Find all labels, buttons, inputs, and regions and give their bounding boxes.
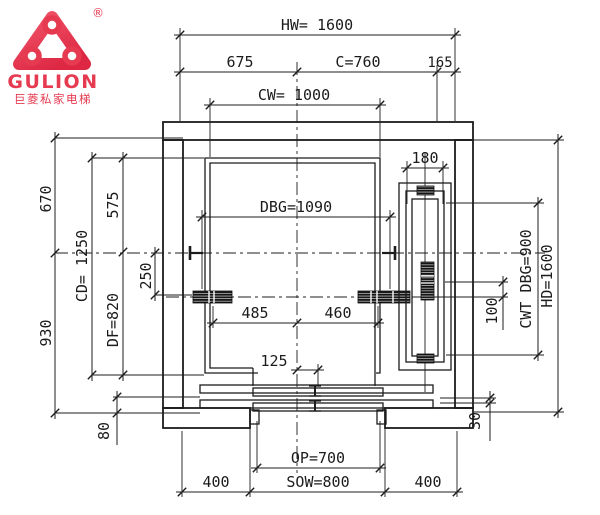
dim-575: 575 — [104, 191, 122, 218]
dim-cw: CW= 1000 — [258, 86, 330, 104]
dim-80: 80 — [95, 422, 113, 440]
logo-chinese-text: 巨菱私家电梯 — [14, 92, 92, 106]
dim-dbg: DBG=1090 — [260, 198, 332, 216]
dim-op: OP=700 — [291, 449, 345, 467]
dim-df: DF=820 — [104, 293, 122, 347]
car-guide-rail-left — [192, 290, 233, 304]
logo-circle-right — [62, 46, 82, 66]
dim-165: 165 — [427, 55, 452, 71]
dim-460: 460 — [324, 304, 351, 322]
dim-sow: SOW=800 — [286, 473, 349, 491]
dim-250: 250 — [137, 262, 155, 289]
dim-930: 930 — [37, 319, 55, 346]
logo-circle-top — [42, 15, 62, 35]
dim-670: 670 — [37, 185, 55, 212]
car-wall-bracket-right — [382, 246, 397, 260]
dim-125: 125 — [260, 352, 287, 370]
dim-400-right: 400 — [414, 473, 441, 491]
car-guide-rail-right — [357, 290, 411, 304]
dim-c760: C=760 — [335, 53, 380, 71]
dim-675: 675 — [226, 53, 253, 71]
gulion-logo: ® GULION 巨菱私家电梯 — [7, 6, 104, 106]
logo-circle-left — [22, 46, 42, 66]
dim-180: 180 — [411, 149, 438, 167]
dimension-lines — [54, 34, 559, 493]
cwt-guide-block — [420, 261, 435, 301]
registered-mark: ® — [92, 6, 104, 20]
landing-sill-center-mark — [309, 400, 321, 412]
counterweight-assembly — [398, 182, 452, 371]
car-wall-bracket-left — [188, 246, 203, 260]
door-jamb-left — [249, 409, 260, 425]
elevator-car — [188, 157, 397, 386]
dim-485: 485 — [241, 304, 268, 322]
logo-triangle — [13, 11, 91, 70]
logo-brand-text: GULION — [7, 71, 98, 93]
car-sill-center-mark — [309, 385, 321, 397]
door-sill-assembly — [199, 384, 434, 425]
dim-cd: CD= 1250 — [73, 230, 91, 302]
dim-hw: HW= 1600 — [281, 16, 353, 34]
dim-100: 100 — [483, 297, 501, 324]
cwt-rail-bracket-top — [416, 185, 435, 196]
door-jamb-right — [376, 409, 387, 425]
dim-hd: HD=1600 — [538, 244, 556, 307]
dim-30: 30 — [466, 412, 484, 430]
cwt-rail-bracket-bottom — [416, 353, 435, 364]
dim-cwt-dbg: CWT DBG=900 — [517, 229, 535, 328]
dimension-labels: HW= 1600 675 C=760 165 CW= 1000 180 DBG=… — [37, 16, 556, 491]
dim-400-left: 400 — [202, 473, 229, 491]
extension-lines — [55, 28, 564, 497]
